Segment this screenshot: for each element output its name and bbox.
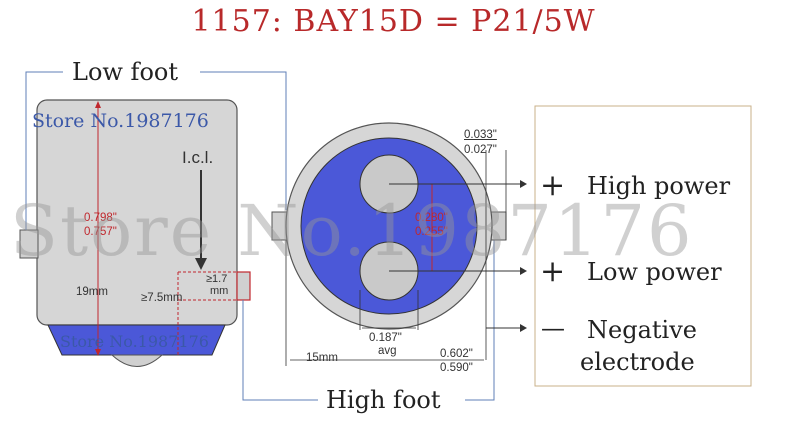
high-foot-leader-left — [242, 300, 318, 401]
store-watermark-top: Store No.1987176 — [32, 110, 209, 132]
base-in-bottom: 0.590" — [440, 362, 473, 374]
contact-spacing-top: 0.280" — [415, 212, 448, 224]
height-in-top: 0.798" — [84, 212, 117, 224]
high-foot-leader-right — [465, 215, 495, 401]
pin-size-bottom: mm — [210, 285, 229, 297]
height-mm: 19mm — [76, 286, 108, 298]
height-in-bottom: 0.757" — [84, 226, 117, 238]
low-foot-label: Low foot — [72, 58, 178, 86]
negative-leader-arrow — [520, 324, 527, 332]
negative-minus: — — [541, 314, 565, 342]
bulb-bottom-contact — [110, 354, 164, 367]
high-foot-pin — [236, 271, 251, 301]
contact-spacing-bottom: 0.255" — [415, 226, 448, 238]
icl-label: I.c.l. — [182, 148, 214, 167]
low-foot-leader-left — [25, 71, 63, 230]
low-power-label: Low power — [587, 258, 722, 286]
label-box — [534, 105, 752, 387]
low-power-plus: + — [540, 254, 566, 289]
high-power-leader-arrow — [520, 180, 527, 188]
icl-arrow-head — [195, 258, 207, 270]
negative-label-line2: electrode — [580, 348, 695, 376]
bulb-base-blue — [47, 324, 226, 356]
low-foot-leader-right — [200, 71, 287, 210]
pin-width-bottom: 0.027" — [464, 144, 497, 156]
base-mm: 15mm — [306, 352, 338, 364]
base-in-top: 0.602" — [440, 348, 473, 360]
contact-dia-top: 0.187" — [369, 332, 402, 344]
contact-dia-bottom: avg — [378, 345, 397, 357]
high-foot-label: High foot — [326, 386, 441, 414]
store-watermark-large: Store No.1987176 — [10, 190, 694, 272]
high-power-plus: + — [540, 168, 566, 203]
height-arrow-top — [95, 101, 101, 108]
negative-label-line1: Negative — [587, 316, 697, 344]
low-foot-pin — [19, 229, 39, 259]
bottom-view-blue-disc — [300, 137, 478, 315]
pin-offset: ≥7.5mm — [141, 292, 183, 304]
pin-width-top: 0.033" — [464, 129, 497, 141]
high-power-label: High power — [587, 172, 731, 200]
pin-size-top: ≥1.7 — [206, 273, 228, 285]
page-title: 1157: BAY15D = P21/5W — [191, 4, 596, 39]
height-arrow-bottom — [95, 349, 101, 356]
store-watermark-bottom: Store No.1987176 — [60, 332, 209, 351]
low-power-leader-arrow — [520, 267, 527, 275]
